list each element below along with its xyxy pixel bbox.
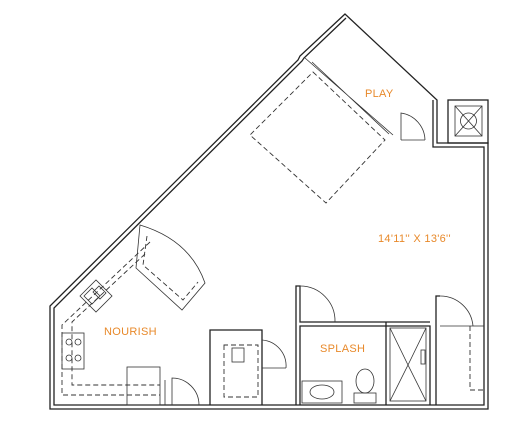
entry-door [164, 377, 200, 406]
kitchen-counter [61, 241, 160, 396]
kitchen-sink [79, 279, 113, 313]
refrigerator [126, 366, 161, 406]
room-label-splash: SPLASH [320, 343, 366, 355]
toilet [353, 368, 377, 404]
room-label-nourish: NOURISH [104, 326, 157, 338]
shaft [447, 99, 489, 144]
stove [61, 332, 85, 370]
bathroom-door [299, 285, 336, 323]
bed-outline [249, 71, 386, 204]
island-overhang [142, 235, 199, 301]
outer-walls [49, 13, 489, 410]
kitchen-island [135, 224, 206, 311]
play-bay-wall [304, 57, 394, 136]
room-label-play: PLAY [365, 88, 394, 100]
room-label-dimensions: 14'11'' X 13'6'' [378, 233, 451, 245]
vanity [301, 380, 343, 404]
shower [389, 327, 427, 402]
play-door [400, 112, 426, 141]
right-closet-door [435, 295, 484, 405]
closet [209, 329, 287, 405]
